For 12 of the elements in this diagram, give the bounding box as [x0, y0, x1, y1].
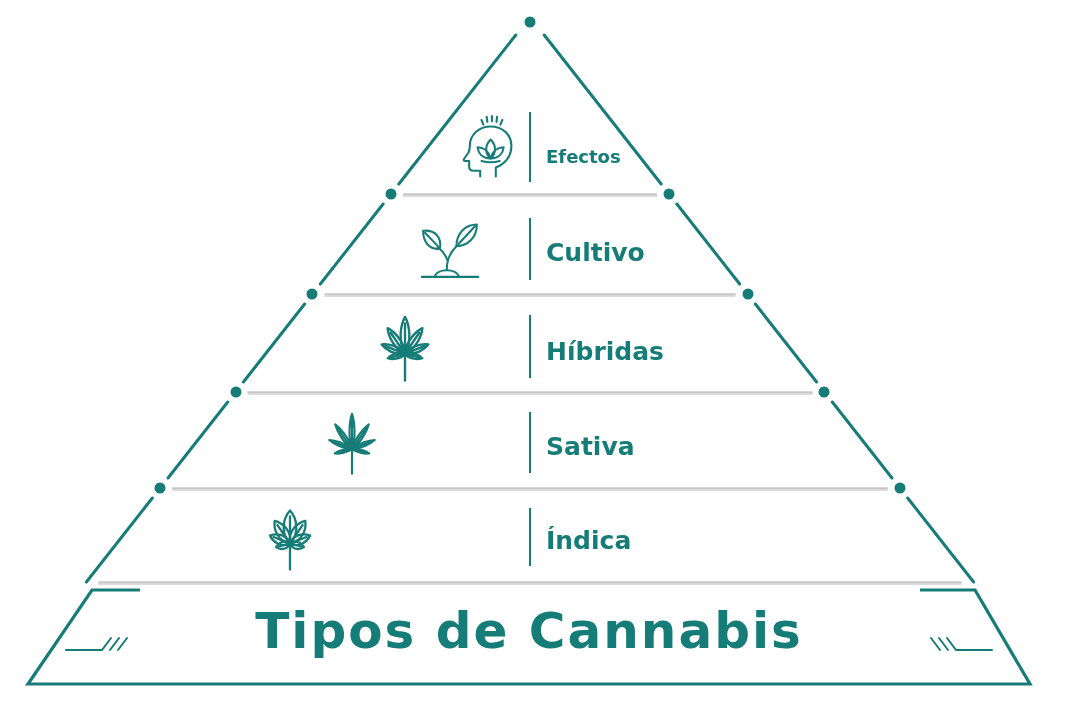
tier-label: Cultivo — [546, 238, 645, 268]
banner-title: Tipos de Cannabis — [255, 603, 803, 661]
pyramid-tier — [305, 201, 755, 301]
pyramid-base — [24, 587, 1034, 687]
pyramid-tier — [383, 15, 677, 201]
tier-label: Índica — [546, 526, 632, 556]
pyramid-tier — [228, 301, 832, 399]
pyramid-tier — [84, 495, 976, 586]
tier-label: Efectos — [546, 146, 621, 168]
tier-label: Sativa — [546, 432, 635, 462]
tier-label: Híbridas — [546, 337, 664, 367]
pyramid-tier — [153, 399, 907, 495]
